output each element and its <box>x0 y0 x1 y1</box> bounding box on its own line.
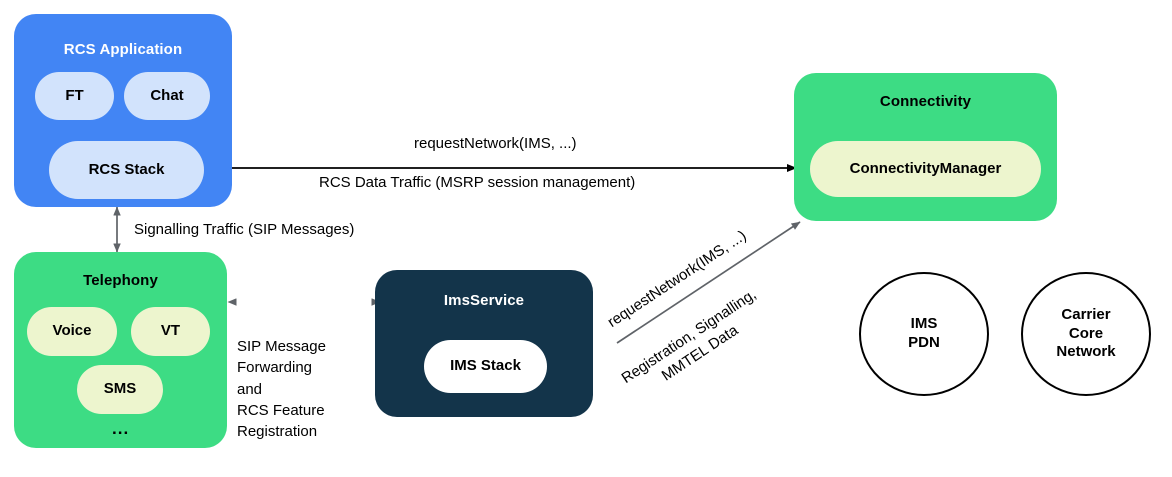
node-connectivity[interactable]: Connectivity ConnectivityManager <box>794 73 1057 221</box>
pill-vt[interactable]: VT <box>131 307 210 356</box>
pill-ft[interactable]: FT <box>35 72 114 120</box>
edge-label-signalling-traffic: Signalling Traffic (SIP Messages) <box>134 221 355 238</box>
pill-voice[interactable]: Voice <box>27 307 117 356</box>
node-ims-service[interactable]: ImsService IMS Stack <box>375 270 593 417</box>
edge-label-sip-message-forwarding: SIP Message Forwarding and RCS Feature R… <box>237 338 326 441</box>
node-rcs-application-title: RCS Application <box>63 41 183 58</box>
pill-ims-stack[interactable]: IMS Stack <box>424 340 547 393</box>
node-telephony-title: Telephony <box>83 272 158 289</box>
edge-label-request-network-top: requestNetwork(IMS, ...) <box>414 135 577 152</box>
edge-label-rcs-data-traffic: RCS Data Traffic (MSRP session managemen… <box>319 174 636 191</box>
pill-sms[interactable]: SMS <box>77 365 163 414</box>
circle-ims-pdn[interactable]: IMS PDN <box>859 272 989 396</box>
node-ims-service-title: ImsService <box>443 292 525 309</box>
telephony-more-label: ... <box>112 419 130 438</box>
node-connectivity-title: Connectivity <box>879 93 972 110</box>
circle-carrier-core-network[interactable]: Carrier Core Network <box>1021 272 1151 396</box>
node-telephony[interactable]: Telephony Voice VT SMS ... <box>14 252 227 448</box>
pill-chat[interactable]: Chat <box>124 72 210 120</box>
pill-connectivity-manager[interactable]: ConnectivityManager <box>810 141 1041 197</box>
node-rcs-application[interactable]: RCS Application FT Chat RCS Stack <box>14 14 232 207</box>
pill-rcs-stack[interactable]: RCS Stack <box>49 141 204 199</box>
